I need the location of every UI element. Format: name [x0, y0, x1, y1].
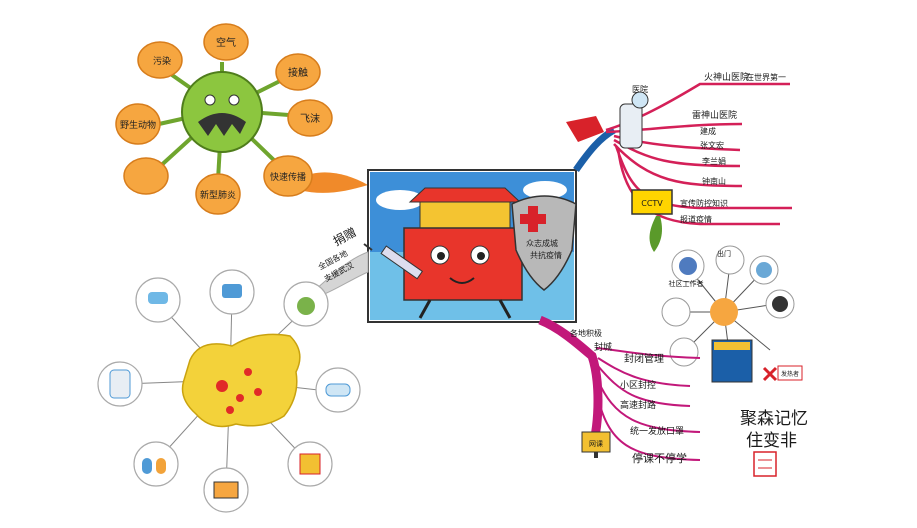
tv-icon — [631, 189, 673, 215]
hospital-sign — [714, 342, 750, 350]
doctor-icon — [619, 103, 643, 149]
china-map — [181, 333, 301, 428]
hospital-item: 建成 — [700, 126, 716, 136]
map-stars — [216, 368, 262, 414]
money-bag-icon — [297, 297, 315, 315]
fever-sign — [777, 365, 803, 381]
virus-mouth — [198, 113, 246, 136]
signature-line: 住变非 — [746, 431, 797, 451]
people-bubbles — [661, 245, 795, 367]
protective-suit-icon — [109, 369, 131, 399]
gate-top — [408, 187, 522, 203]
virus-petal-label: 接触 — [288, 66, 308, 79]
people-label: 出门 — [717, 249, 731, 258]
virus-body — [181, 71, 263, 153]
signature-line: 聚森记忆 — [740, 409, 808, 429]
medic-icon — [756, 262, 772, 278]
people-label: 社区工作者 — [669, 279, 704, 288]
disinfectant-icon — [299, 453, 321, 475]
shield-text: 众志成城 — [526, 238, 558, 248]
community-worker-icon — [679, 257, 697, 275]
gate-leg — [498, 299, 512, 319]
doctor-head — [631, 91, 649, 109]
gate-pupil — [477, 252, 485, 260]
virus-petal-label: 空气 — [216, 36, 236, 49]
tv-sub: 报道疫情 — [680, 214, 712, 224]
patient-icon — [772, 296, 788, 312]
virus-petal-label: 快速传播 — [270, 171, 306, 183]
gate-building — [403, 227, 523, 301]
measures-sub-label: 各地积极 — [570, 328, 602, 338]
measures-main-label: 封城 — [594, 341, 612, 353]
supplies-cluster — [97, 269, 361, 513]
virus-petal-label: 新型肺炎 — [200, 189, 236, 201]
measure-item: 统一发放口罩 — [630, 425, 684, 437]
gloves-icon — [222, 284, 242, 298]
gate-leg — [418, 299, 432, 319]
cross-out-icon — [762, 366, 778, 382]
virus-eye-right — [228, 94, 240, 106]
syringe-icon — [363, 243, 424, 280]
branch-donation-label: 捐赠 — [331, 225, 359, 249]
tv-label: CCTV — [641, 199, 663, 208]
measure-item: 小区封控 — [620, 379, 656, 391]
virus-connector-flame — [300, 172, 368, 193]
hospital-item: 李兰娟 — [702, 156, 726, 166]
gate-smile — [449, 277, 475, 284]
virus-petals — [115, 23, 333, 215]
branch-measures-root — [538, 315, 603, 452]
shield-text: 共抗疫情 — [530, 250, 562, 260]
gate-pupil — [437, 252, 445, 260]
tv-sub: 宣传防控知识 — [680, 198, 728, 208]
branch-measures: 各地积极 封城 封闭管理 小区封控 高速封路 统一发放口罩 停课不停学 网课 — [538, 315, 701, 465]
virus-cluster: 污染 空气 接触 飞沫 快速传播 新型肺炎 野生动物 — [115, 23, 368, 215]
cross-icon — [520, 214, 546, 224]
measure-item: 停课不停学 — [632, 451, 687, 465]
people-cluster: 出门 社区工作者 发热者 — [661, 245, 803, 383]
seal-stamp — [753, 451, 777, 477]
leaf-connector — [649, 216, 662, 252]
food-box-icon — [213, 481, 239, 499]
virus-petal-label: 污染 — [153, 55, 171, 67]
cloud — [376, 190, 424, 210]
monitor-stand — [594, 452, 598, 458]
goggles-icon — [148, 292, 168, 304]
monitor-label: 网课 — [589, 439, 603, 448]
virus-eye-left — [204, 94, 216, 106]
pills-icon — [142, 458, 166, 474]
hospital-item: 钟南山 — [702, 176, 726, 186]
hospital-label: 医院 — [632, 84, 648, 94]
signature: 聚森记忆 住变非 — [740, 409, 808, 477]
people-hub — [710, 298, 738, 326]
flag-icon — [566, 116, 604, 142]
virus-petal-label: 野生动物 — [120, 119, 156, 131]
branch-hospital: 医院 火神山医院 在世界第一 雷神山医院 建成 张文宏 李兰娟 钟南山 CCTV… — [566, 71, 792, 252]
hospital-item: 在世界第一 — [746, 72, 786, 82]
hospital-item: 火神山医院 — [704, 71, 749, 83]
hospital-item: 雷神山医院 — [692, 109, 737, 121]
people-label: 发热者 — [781, 370, 799, 378]
measure-item: 高速封路 — [620, 399, 656, 411]
gate-roof — [419, 199, 511, 231]
virus-petal-label: 飞沫 — [300, 113, 320, 125]
center-image: 众志成城 共抗疫情 — [363, 169, 577, 323]
measure-item: 封闭管理 — [624, 352, 664, 365]
cloud — [523, 181, 567, 199]
measures-lines — [595, 347, 701, 461]
mask-icon — [325, 383, 351, 397]
hospital-item: 张文宏 — [700, 140, 724, 150]
